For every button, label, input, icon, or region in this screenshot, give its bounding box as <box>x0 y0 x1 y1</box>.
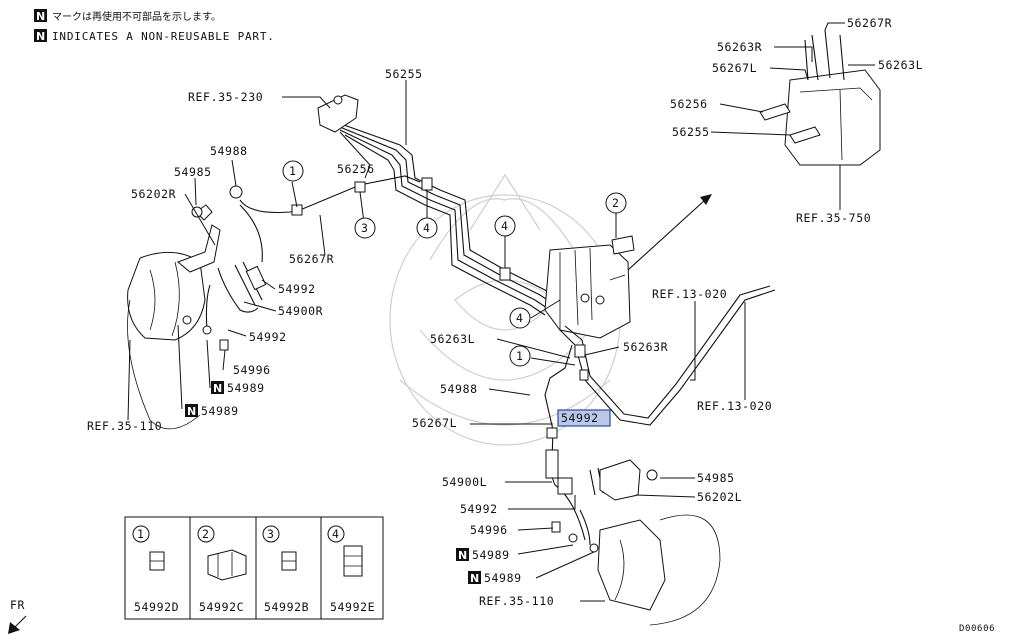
svg-text:54992C: 54992C <box>199 600 244 614</box>
svg-text:3: 3 <box>267 527 275 541</box>
svg-text:1: 1 <box>137 527 145 541</box>
callout-2: 2 <box>605 192 627 214</box>
diagram-id: D00606 <box>959 624 995 634</box>
callout-4-b: 4 <box>494 215 516 237</box>
svg-text:54992B: 54992B <box>264 600 309 614</box>
svg-text:2: 2 <box>202 527 210 541</box>
svg-text:56263R: 56263R <box>623 340 668 354</box>
n-badge-54989-left2: N 54989 <box>185 404 239 418</box>
svg-text:N: N <box>458 549 467 562</box>
leader-lines <box>127 22 875 602</box>
callout-4-c: 4 <box>509 307 531 329</box>
svg-text:3: 3 <box>361 221 369 235</box>
right-pipes <box>544 285 776 431</box>
callout-1-a: 1 <box>282 160 304 182</box>
svg-text:56256: 56256 <box>670 97 708 111</box>
svg-text:マークは再使用不可部品を示します。: マークは再使用不可部品を示します。 <box>52 10 221 23</box>
callout-1-b: 1 <box>509 345 531 367</box>
svg-text:56263R: 56263R <box>717 40 762 54</box>
svg-text:1: 1 <box>289 164 297 178</box>
svg-text:54988: 54988 <box>210 144 248 158</box>
right-caliper <box>597 514 721 626</box>
svg-text:4: 4 <box>516 311 524 325</box>
svg-text:56256: 56256 <box>337 162 375 176</box>
svg-text:N: N <box>187 405 196 418</box>
svg-text:54992: 54992 <box>278 282 316 296</box>
svg-text:REF.13-020: REF.13-020 <box>697 399 772 413</box>
labels: REF.35-230 56255 56256 54988 54985 56202… <box>87 16 923 608</box>
svg-text:56267L: 56267L <box>712 61 757 75</box>
svg-text:56263L: 56263L <box>430 332 475 346</box>
n-badge-54989-right2: N 54989 <box>468 571 522 585</box>
svg-text:REF.35-230: REF.35-230 <box>188 90 263 104</box>
svg-text:REF.35-110: REF.35-110 <box>87 419 162 433</box>
svg-text:54989: 54989 <box>472 548 510 562</box>
svg-text:54988: 54988 <box>440 382 478 396</box>
svg-text:54992: 54992 <box>460 502 498 516</box>
n-badge-54989-right1: N 54989 <box>456 548 510 562</box>
svg-text:2: 2 <box>612 196 620 210</box>
legend-cell-3: 3 54992B <box>262 525 309 614</box>
svg-text:54985: 54985 <box>174 165 212 179</box>
callout-4-a: 4 <box>416 217 438 239</box>
svg-text:54989: 54989 <box>201 404 239 418</box>
center-pipes <box>329 119 561 316</box>
svg-text:56202R: 56202R <box>131 187 176 201</box>
clip-54992C-icon <box>207 549 247 581</box>
left-line-56267R <box>239 175 421 263</box>
highlighted-part-54992[interactable]: 54992 <box>557 409 611 427</box>
svg-text:FR: FR <box>10 598 25 612</box>
header-jp: N マークは再使用不可部品を示します。 <box>34 9 221 23</box>
svg-text:54985: 54985 <box>697 471 735 485</box>
callout-3-a: 3 <box>354 217 376 239</box>
legend-cell-2: 2 54992C <box>197 525 247 614</box>
svg-text:54989: 54989 <box>227 381 265 395</box>
svg-text:56263L: 56263L <box>878 58 923 72</box>
ref-35-230-fitting <box>317 94 359 133</box>
svg-text:54996: 54996 <box>470 523 508 537</box>
svg-text:54992E: 54992E <box>330 600 375 614</box>
svg-text:54900L: 54900L <box>442 475 487 489</box>
svg-text:REF.35-750: REF.35-750 <box>796 211 871 225</box>
svg-text:54992: 54992 <box>561 411 599 425</box>
abs-block-center <box>544 244 631 339</box>
svg-text:54996: 54996 <box>233 363 271 377</box>
svg-text:4: 4 <box>332 527 340 541</box>
clip-54992E-icon <box>343 545 363 577</box>
svg-text:N: N <box>36 30 45 43</box>
svg-text:1: 1 <box>516 349 524 363</box>
svg-text:54992D: 54992D <box>134 600 179 614</box>
svg-text:REF.35-110: REF.35-110 <box>479 594 554 608</box>
clip-legend-table: 1 54992D 2 54992C 3 54992B 4 54992E <box>124 516 384 620</box>
svg-text:56267L: 56267L <box>412 416 457 430</box>
arrow-to-abs <box>627 194 712 271</box>
svg-text:56255: 56255 <box>672 125 710 139</box>
svg-text:56255: 56255 <box>385 67 423 81</box>
clip-2 <box>611 235 635 255</box>
left-bracket <box>177 204 221 273</box>
svg-text:INDICATES A NON-REUSABLE PART.: INDICATES A NON-REUSABLE PART. <box>52 30 275 43</box>
svg-text:54900R: 54900R <box>278 304 323 318</box>
legend-cell-4: 4 54992E <box>327 525 375 614</box>
left-caliper <box>127 251 206 430</box>
legend-cell-1: 1 54992D <box>132 525 179 614</box>
svg-text:56267R: 56267R <box>289 252 334 266</box>
header-en: N INDICATES A NON-REUSABLE PART. <box>34 29 275 43</box>
svg-text:54992: 54992 <box>249 330 287 344</box>
svg-text:56202L: 56202L <box>697 490 742 504</box>
n-badge-54989-left1: N 54989 <box>211 381 265 395</box>
left-hose <box>205 261 267 331</box>
svg-text:N: N <box>36 10 45 23</box>
svg-text:54989: 54989 <box>484 571 522 585</box>
svg-text:4: 4 <box>423 221 431 235</box>
svg-text:N: N <box>470 572 479 585</box>
svg-text:N: N <box>213 382 222 395</box>
abs-unit-top-right <box>759 29 881 166</box>
watermark-emblem <box>389 173 621 446</box>
svg-text:4: 4 <box>501 219 509 233</box>
svg-text:REF.13-020: REF.13-020 <box>652 287 727 301</box>
fr-arrow: FR <box>8 598 27 634</box>
svg-text:56267R: 56267R <box>847 16 892 30</box>
